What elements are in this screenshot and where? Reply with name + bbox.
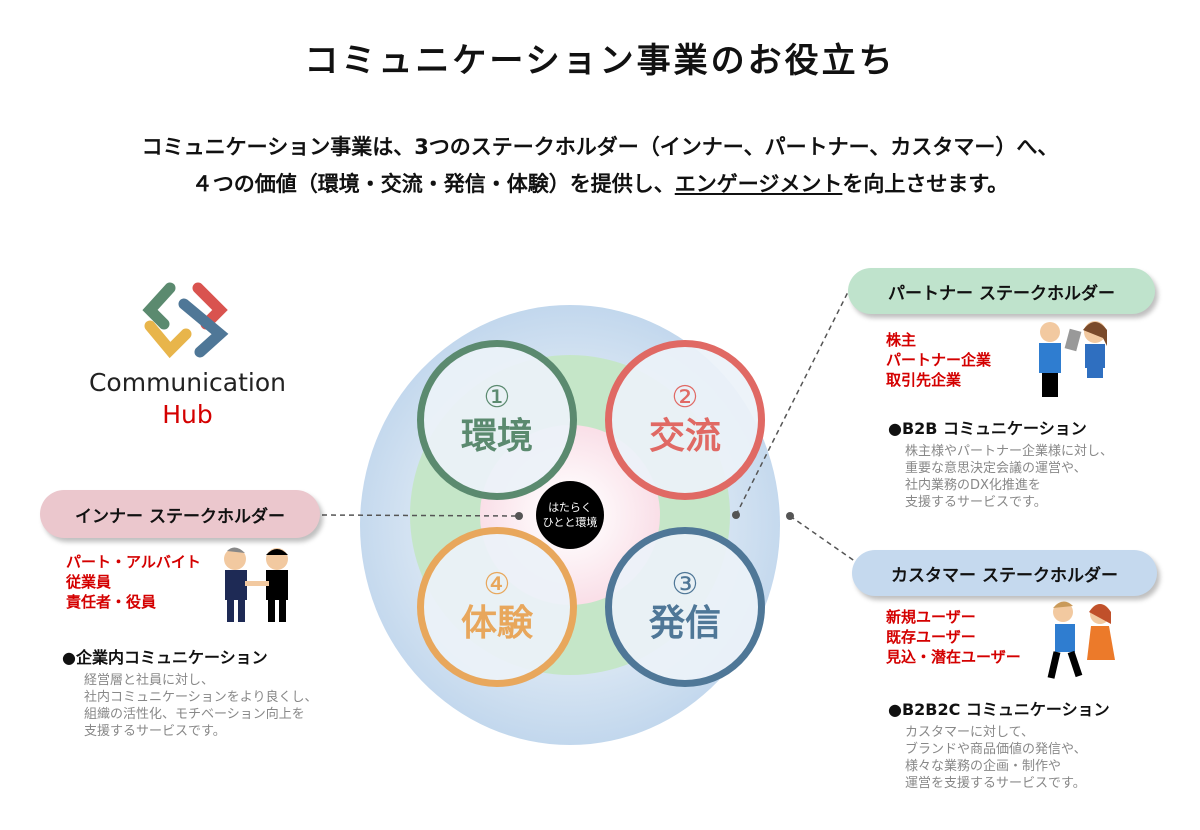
desc-line: 重要な意思決定会議の運営や、: [905, 461, 1087, 476]
customer-description: カスタマーに対して、ブランドや商品価値の発信や、様々な業務の企画・制作や運営を支…: [905, 724, 1087, 792]
desc-line: 経営層と社員に対し、: [84, 673, 215, 688]
value-label: 交流: [648, 416, 721, 457]
member: 新規ユーザー: [886, 608, 976, 626]
inner-description: 経営層と社員に対し、社内コミュニケーションをより良くし、組織の活性化、モチベーシ…: [84, 672, 317, 740]
value-number: ③: [671, 567, 699, 602]
partner-members: 株主パートナー企業取引先企業: [886, 330, 991, 390]
member: 見込・潜在ユーザー: [886, 648, 1021, 666]
inner-stakeholder-label: インナー ステークホルダー: [40, 490, 320, 538]
value-number: ④: [483, 567, 511, 602]
business-people-icon: [1039, 321, 1107, 397]
inner-heading: ●企業内コミュニケーション: [62, 648, 268, 667]
desc-line: 株主様やパートナー企業様に対し、: [905, 444, 1114, 459]
subtitle-line2: ４つの価値（環境・交流・発信・体験）を提供し、エンゲージメントを向上させます。: [0, 168, 1200, 198]
value-number: ②: [671, 380, 699, 415]
partner-heading: ●B2B コミュニケーション: [888, 419, 1087, 438]
value-number: ①: [483, 380, 511, 415]
center-text: はたらく: [548, 501, 592, 514]
desc-line: 社内コミュニケーションをより良くし、: [84, 690, 318, 705]
value-label: 体験: [460, 603, 533, 644]
partner-stakeholder-label: パートナー ステークホルダー: [848, 268, 1155, 314]
member: 取引先企業: [886, 371, 962, 389]
customer-heading: ●B2B2C コミュニケーション: [888, 700, 1110, 719]
desc-line: 組織の活性化、モチベーション向上を: [84, 707, 305, 722]
partner-description: 株主様やパートナー企業様に対し、重要な意思決定会議の運営や、社内業務のDX化推進…: [905, 443, 1113, 511]
member: 既存ユーザー: [886, 628, 976, 646]
desc-line: 運営を支援するサービスです。: [905, 776, 1086, 791]
page-title: コミュニケーション事業のお役立ち: [304, 41, 896, 81]
member: 従業員: [66, 573, 112, 591]
subtitle-line1: コミュニケーション事業は、3つのステークホルダー（インナー、パートナー、カスタマ…: [141, 135, 1059, 159]
desc-line: ブランドや商品価値の発信や、: [905, 742, 1087, 757]
center-text: ひとと環境: [542, 516, 598, 529]
handshake-people-icon: [224, 547, 288, 622]
desc-line: 支援するサービスです。: [905, 495, 1047, 510]
member: パート・アルバイト: [66, 553, 201, 571]
subtitle-text: ４つの価値（環境・交流・発信・体験）を提供し、: [191, 172, 675, 196]
logo-text: Communication: [88, 368, 287, 397]
inner-members: パート・アルバイト従業員責任者・役員: [66, 552, 201, 612]
value-label: 発信: [648, 603, 721, 644]
desc-line: 様々な業務の企画・制作や: [905, 759, 1062, 774]
communication-hub-logo-icon: [142, 282, 229, 359]
member: 責任者・役員: [66, 593, 157, 611]
subtitle-emphasis: エンゲージメント: [674, 172, 843, 196]
desc-line: 支援するサービスです。: [84, 724, 226, 739]
customer-people-icon: [1047, 601, 1115, 679]
customer-members: 新規ユーザー既存ユーザー見込・潜在ユーザー: [886, 607, 1021, 667]
customer-stakeholder-label: カスタマー ステークホルダー: [852, 550, 1157, 596]
desc-line: カスタマーに対して、: [905, 725, 1034, 740]
value-label: 環境: [460, 416, 533, 457]
logo-text-hub: Hub: [162, 400, 213, 429]
center-circle: はたらくひとと環境: [536, 481, 604, 549]
subtitle-text: を向上させます。: [842, 172, 1009, 196]
desc-line: 社内業務のDX化推進を: [905, 478, 1041, 493]
member: パートナー企業: [886, 351, 992, 369]
member: 株主: [886, 331, 917, 349]
